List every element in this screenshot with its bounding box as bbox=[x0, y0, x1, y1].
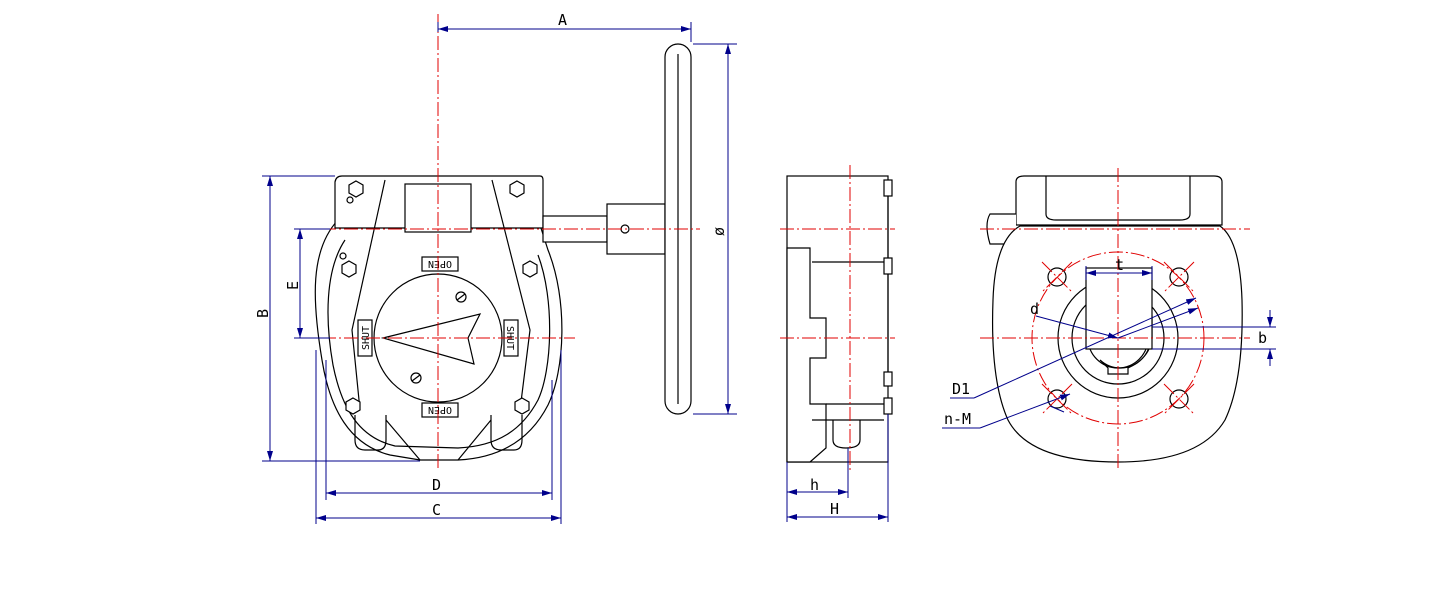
front-housing-inner bbox=[327, 239, 551, 449]
front-view: OPEN OPEN SHUT SHUT bbox=[300, 14, 700, 470]
front-feet bbox=[354, 415, 523, 461]
dim-label-A: A bbox=[558, 11, 567, 29]
side-dimensions: h H bbox=[786, 414, 889, 522]
right-rib bbox=[491, 179, 531, 411]
flange-view bbox=[980, 168, 1250, 470]
dim-label-diameter: ø bbox=[710, 227, 728, 236]
dim-label-C: C bbox=[432, 501, 441, 519]
dim-label-D1: D1 bbox=[952, 380, 970, 398]
dim-label-D: D bbox=[432, 476, 441, 494]
dim-label-b: b bbox=[1258, 329, 1267, 347]
svg-text:OPEN: OPEN bbox=[428, 404, 452, 415]
side-foot bbox=[832, 420, 861, 449]
dim-label-E: E bbox=[284, 281, 302, 290]
svg-text:OPEN: OPEN bbox=[428, 258, 452, 269]
open-tag-bottom: OPEN bbox=[421, 402, 459, 418]
flange-top-housing bbox=[1015, 175, 1223, 226]
side-flange bbox=[786, 247, 827, 463]
dim-label-B: B bbox=[254, 309, 272, 318]
flange-dimensions: t d b D1 n-M bbox=[942, 256, 1276, 429]
front-bolts bbox=[339, 180, 538, 415]
dim-label-h: h bbox=[810, 476, 819, 494]
dim-label-H: H bbox=[830, 500, 839, 518]
dim-label-d: d bbox=[1030, 300, 1039, 318]
dial-screws bbox=[410, 291, 467, 384]
dim-label-nM: n-M bbox=[944, 410, 971, 428]
front-dimensions: A B E D C ø bbox=[254, 11, 737, 524]
side-view bbox=[780, 165, 895, 470]
dim-label-t: t bbox=[1115, 256, 1124, 274]
open-tag-top: OPEN bbox=[421, 256, 459, 272]
flange-bolt-holes bbox=[1041, 261, 1195, 415]
left-rib bbox=[351, 179, 386, 411]
